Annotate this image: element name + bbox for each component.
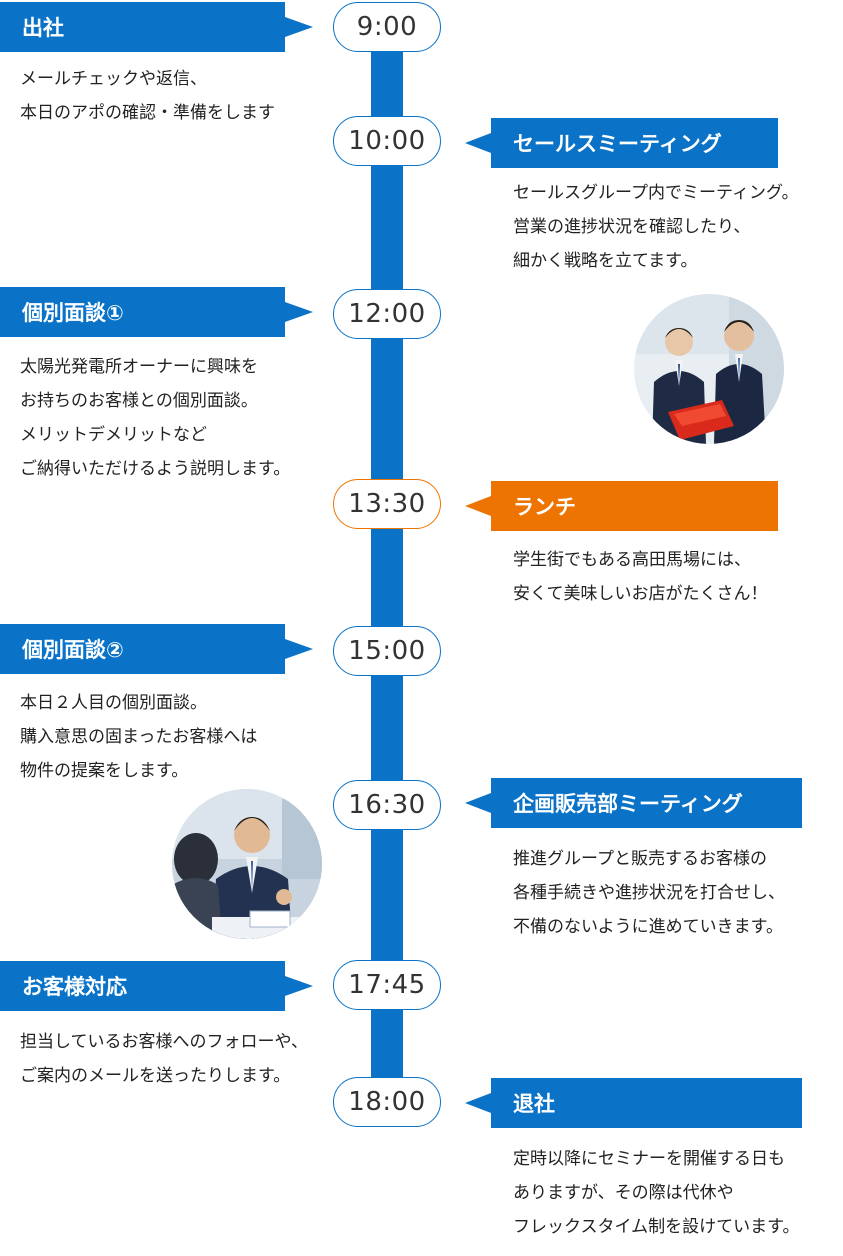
event-description: 太陽光発電所オーナーに興味を お持ちのお客様との個別面談。 メリットデメリットな… — [20, 357, 291, 479]
time-pill: 16:30 — [333, 780, 441, 830]
photo-business-meeting — [634, 294, 784, 444]
event-title: ランチ — [513, 495, 576, 519]
event-description: 担当しているお客様へのフォローや、 ご案内のメールを送ったりします。 — [20, 1032, 308, 1086]
time-pill: 17:45 — [333, 960, 441, 1010]
time-pill: 10:00 — [333, 116, 441, 166]
event-title: 企画販売部ミーティング — [513, 792, 743, 816]
event-banner-planning-meeting: 企画販売部ミーティング — [465, 778, 802, 828]
event-title: 個別面談② — [22, 638, 124, 662]
time-pill-lunch: 13:30 — [333, 479, 441, 529]
timeline-bar — [371, 25, 403, 1105]
event-banner-customer-support: お客様対応 — [0, 961, 313, 1011]
event-title: 退社 — [513, 1092, 555, 1116]
event-banner-lunch: ランチ — [465, 481, 778, 531]
event-description: 本日２人目の個別面談。 購入意思の固まったお客様へは 物件の提案をします。 — [20, 693, 258, 781]
event-title: 出社 — [22, 16, 64, 40]
event-description: 推進グループと販売するお客様の 各種手続きや進捗状況を打合せし、 不備のないよう… — [513, 849, 785, 937]
event-banner-leave: 退社 — [465, 1078, 802, 1128]
time-pill: 12:00 — [333, 289, 441, 339]
event-description: メールチェックや返信、 本日のアポの確認・準備をします — [20, 69, 275, 123]
time-pill: 9:00 — [333, 2, 441, 52]
event-banner-sales-meeting: セールスミーティング — [465, 118, 778, 168]
event-banner-interview-1: 個別面談① — [0, 287, 313, 337]
event-description: セールスグループ内でミーティング。 営業の進捗状況を確認したり、 細かく戦略を立… — [513, 183, 799, 271]
event-description: 定時以降にセミナーを開催する日も ありますが、その際は代休や フレックスタイム制… — [513, 1149, 800, 1237]
event-banner-arrival: 出社 — [0, 2, 313, 52]
event-description: 学生街でもある高田馬場には、 安くて美味しいお店がたくさん！ — [513, 550, 768, 604]
event-title: 個別面談① — [22, 301, 124, 325]
event-title: お客様対応 — [22, 975, 127, 999]
event-banner-interview-2: 個別面談② — [0, 624, 313, 674]
photo-client-consultation — [172, 789, 322, 939]
event-title: セールスミーティング — [513, 132, 722, 156]
time-pill: 18:00 — [333, 1077, 441, 1127]
time-pill: 15:00 — [333, 626, 441, 676]
